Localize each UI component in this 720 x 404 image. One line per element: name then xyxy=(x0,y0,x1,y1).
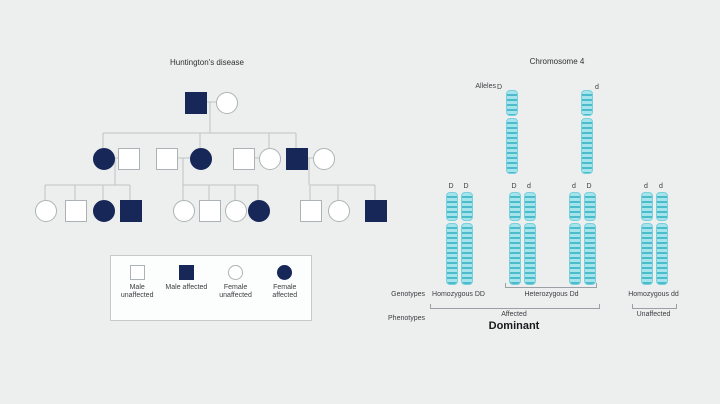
chromosome xyxy=(581,90,593,174)
allele-label: d xyxy=(644,183,648,190)
chromosome xyxy=(584,192,596,285)
allele-label: D xyxy=(448,183,454,190)
chromosome xyxy=(641,192,653,285)
allele-label: D xyxy=(497,84,503,91)
pedigree-female-unaffected xyxy=(35,200,57,222)
pedigree-female-unaffected xyxy=(328,200,350,222)
pedigree-male-affected xyxy=(120,200,142,222)
pedigree-male-unaffected xyxy=(199,200,221,222)
pedigree-male-unaffected xyxy=(65,200,87,222)
allele-label: d xyxy=(572,183,576,190)
pedigree-male-unaffected xyxy=(233,148,255,170)
allele-label: d xyxy=(527,183,531,190)
chromosome xyxy=(656,192,668,285)
pedigree-female-affected xyxy=(93,200,115,222)
heterozygous-bracket xyxy=(505,283,597,288)
allele-label: D xyxy=(463,183,469,190)
legend-item: Female unaffected xyxy=(213,265,259,300)
legend-square-filled-icon xyxy=(178,265,194,280)
genotype-label-heterozygous-Dd: Heterozygous Dd xyxy=(524,291,579,298)
chromosome xyxy=(509,192,521,285)
legend-label: Male unaffected xyxy=(120,284,154,300)
allele-label: D xyxy=(586,183,592,190)
legend-circle-filled-icon xyxy=(277,265,293,280)
genotype-label-homozygous-DD: Homozygous DD xyxy=(432,291,485,298)
pedigree-male-unaffected xyxy=(118,148,140,170)
pedigree-female-unaffected xyxy=(216,92,238,114)
legend-square-empty-icon xyxy=(129,265,145,280)
pedigree-female-unaffected xyxy=(313,148,335,170)
legend-item: Female affected xyxy=(262,265,308,300)
pedigree-female-unaffected xyxy=(173,200,195,222)
legend-circle-empty-icon xyxy=(228,265,244,280)
pedigree-male-affected xyxy=(185,92,207,114)
affected-bracket xyxy=(430,304,600,309)
chromosome-title: Chromosome 4 xyxy=(529,57,585,66)
pedigree-male-unaffected xyxy=(156,148,178,170)
genotypes-label: Genotypes xyxy=(391,291,425,298)
chromosome xyxy=(506,90,518,174)
legend-label: Female affected xyxy=(272,284,298,300)
allele-label: D xyxy=(511,183,517,190)
genotype-label-homozygous-dd: Homozygous dd xyxy=(628,291,679,298)
pedigree-female-unaffected xyxy=(225,200,247,222)
pedigree-male-unaffected xyxy=(300,200,322,222)
chromosome xyxy=(569,192,581,285)
chromosome xyxy=(461,192,473,285)
phenotype-label-affected: Affected xyxy=(501,311,527,318)
chromosome xyxy=(524,192,536,285)
dominant-label: Dominant xyxy=(488,320,540,332)
allele-label: d xyxy=(595,84,599,91)
phenotype-label-unaffected: Unaffected xyxy=(636,311,671,318)
unaffected-bracket xyxy=(632,304,677,309)
pedigree-female-affected xyxy=(190,148,212,170)
pedigree-title: Huntington's disease xyxy=(169,58,245,67)
pedigree-male-affected xyxy=(286,148,308,170)
legend-label: Female unaffected xyxy=(219,284,252,300)
pedigree-female-affected xyxy=(93,148,115,170)
legend-item: Male affected xyxy=(163,265,209,292)
phenotypes-label: Phenotypes xyxy=(388,315,425,322)
legend-item: Male unaffected xyxy=(114,265,160,300)
allele-label: d xyxy=(659,183,663,190)
pedigree-female-affected xyxy=(248,200,270,222)
chromosome xyxy=(446,192,458,285)
alleles-label: Alleles xyxy=(475,83,496,90)
pedigree-legend: Male unaffected Male affected Female unaff… xyxy=(110,255,312,321)
pedigree-male-affected xyxy=(365,200,387,222)
pedigree-female-unaffected xyxy=(259,148,281,170)
legend-label: Male affected xyxy=(165,284,208,291)
